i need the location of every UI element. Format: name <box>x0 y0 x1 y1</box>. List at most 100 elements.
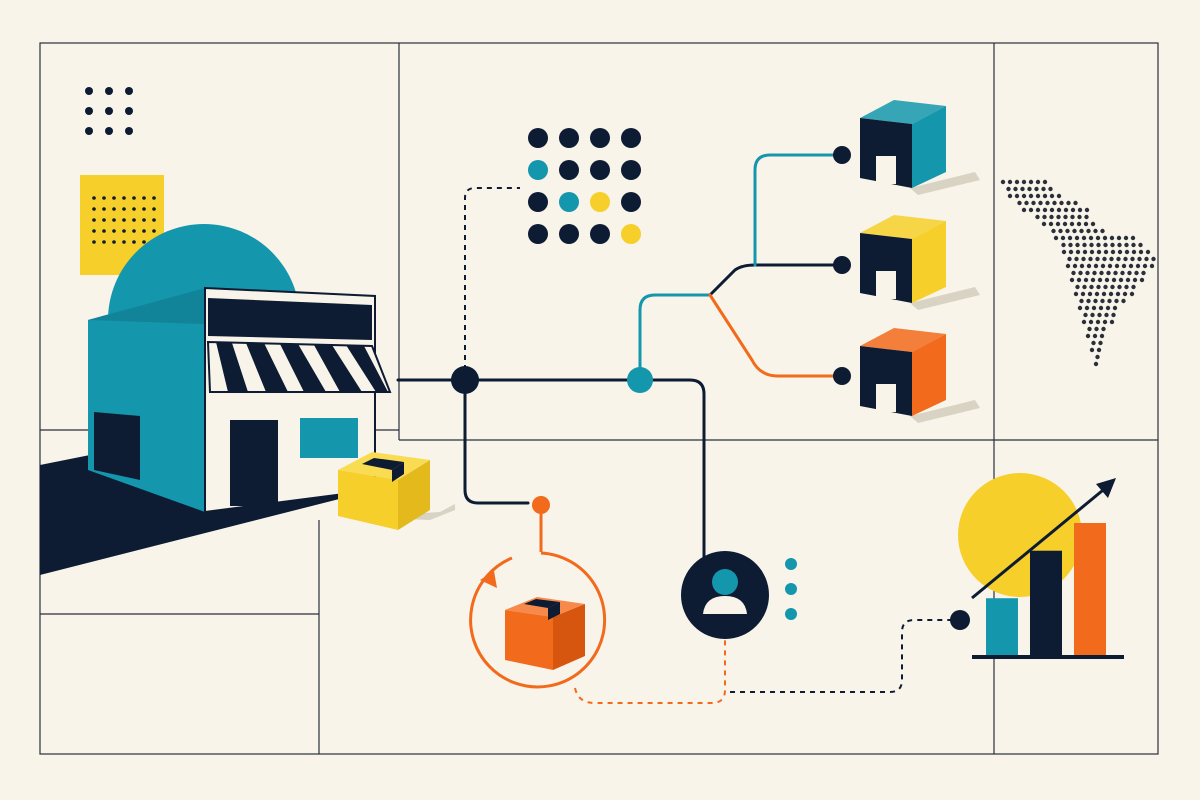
map-dot <box>1131 284 1136 290</box>
map-dot <box>1052 200 1057 206</box>
map-dot <box>1083 277 1089 283</box>
chart-node <box>950 610 970 630</box>
map-dot <box>1060 235 1066 241</box>
map-dot <box>1096 284 1101 290</box>
map-dot <box>1117 242 1122 248</box>
map-dot <box>1145 249 1151 255</box>
map-dot <box>1149 263 1155 269</box>
grid-dot <box>590 160 610 180</box>
pattern-dot <box>102 207 106 211</box>
map-dot <box>1113 270 1118 276</box>
map-dot <box>1049 207 1055 213</box>
map-dot <box>1101 326 1106 332</box>
map-dot <box>1096 347 1102 353</box>
map-dot <box>1082 249 1088 255</box>
map-dot <box>1135 263 1141 269</box>
pattern-dot <box>142 207 146 211</box>
map-dot <box>1056 214 1061 220</box>
junction-node <box>627 367 653 393</box>
map-dot <box>1073 291 1079 297</box>
map-dot <box>1094 291 1100 297</box>
map-dot <box>1068 249 1074 255</box>
map-dot <box>1138 242 1143 248</box>
map-dot <box>1098 340 1103 346</box>
map-dot <box>1134 270 1139 276</box>
map-dot <box>1104 312 1109 318</box>
warehouse-icon <box>860 215 980 310</box>
trend-arrow-icon <box>971 478 1116 600</box>
map-dot <box>1151 256 1156 262</box>
map-dot <box>1089 249 1095 255</box>
warehouse-node <box>833 367 851 385</box>
pattern-dot <box>152 218 156 222</box>
pattern-dot <box>142 218 146 222</box>
map-dot <box>1020 186 1025 192</box>
pattern-dot <box>102 196 106 200</box>
pattern-dot <box>152 229 156 233</box>
map-dot <box>1130 235 1136 241</box>
map-dot <box>1071 270 1076 276</box>
bar-chart-icon <box>958 473 1124 659</box>
grid-dot <box>528 128 548 148</box>
map-dot <box>1089 284 1094 290</box>
map-dot <box>1102 256 1107 262</box>
map-dot <box>1091 305 1097 311</box>
map-dot <box>1084 214 1089 220</box>
map-dot <box>1098 305 1104 311</box>
map-dot <box>1041 186 1046 192</box>
map-dot <box>1131 249 1137 255</box>
map-dot <box>1111 277 1117 283</box>
map-dot <box>1042 214 1047 220</box>
pattern-dot <box>112 240 116 244</box>
map-dot <box>1049 214 1054 220</box>
map-dot <box>1035 179 1041 185</box>
map-dot <box>1062 221 1068 227</box>
map-dot <box>1088 235 1094 241</box>
map-dot <box>1114 298 1119 304</box>
map-dot <box>1088 256 1093 262</box>
map-dot <box>1096 249 1102 255</box>
pattern-dot <box>132 218 136 222</box>
map-dot <box>1110 242 1115 248</box>
warehouse-node <box>833 146 851 164</box>
map-dot <box>1101 291 1107 297</box>
pattern-dot <box>142 240 146 244</box>
map-dot <box>1131 242 1136 248</box>
map-dot <box>1075 284 1080 290</box>
warehouse-node <box>833 256 851 274</box>
map-dot <box>1093 263 1099 269</box>
map-dot <box>1072 228 1077 234</box>
map-dot <box>1063 214 1068 220</box>
map-dot <box>1100 298 1105 304</box>
map-dot <box>1065 228 1070 234</box>
pattern-dot <box>122 229 126 233</box>
map-dot <box>1138 249 1144 255</box>
map-dot <box>1097 277 1103 283</box>
map-dot <box>1095 319 1101 325</box>
map-dot <box>1110 284 1115 290</box>
grid-dot <box>621 128 641 148</box>
map-dot <box>1049 193 1055 199</box>
map-dot <box>1070 214 1075 220</box>
grid-dot <box>559 128 579 148</box>
grid-dot <box>590 192 610 212</box>
pattern-dot <box>122 218 126 222</box>
map-dot <box>1115 291 1121 297</box>
map-dot <box>1109 256 1114 262</box>
hub-node <box>451 366 479 394</box>
map-dot <box>1061 249 1067 255</box>
map-dot <box>1017 200 1022 206</box>
map-dot <box>1007 179 1013 185</box>
returns-node <box>532 496 550 514</box>
map-dot <box>1028 179 1034 185</box>
pattern-dot <box>132 240 136 244</box>
map-dot <box>1080 291 1086 297</box>
map-dot <box>1086 298 1091 304</box>
map-dot <box>1109 319 1115 325</box>
map-dot <box>1102 319 1108 325</box>
map-dot <box>1035 207 1041 213</box>
latin-america-map-icon <box>1000 179 1156 367</box>
chart-bar <box>1074 523 1106 655</box>
pattern-dot <box>92 229 96 233</box>
